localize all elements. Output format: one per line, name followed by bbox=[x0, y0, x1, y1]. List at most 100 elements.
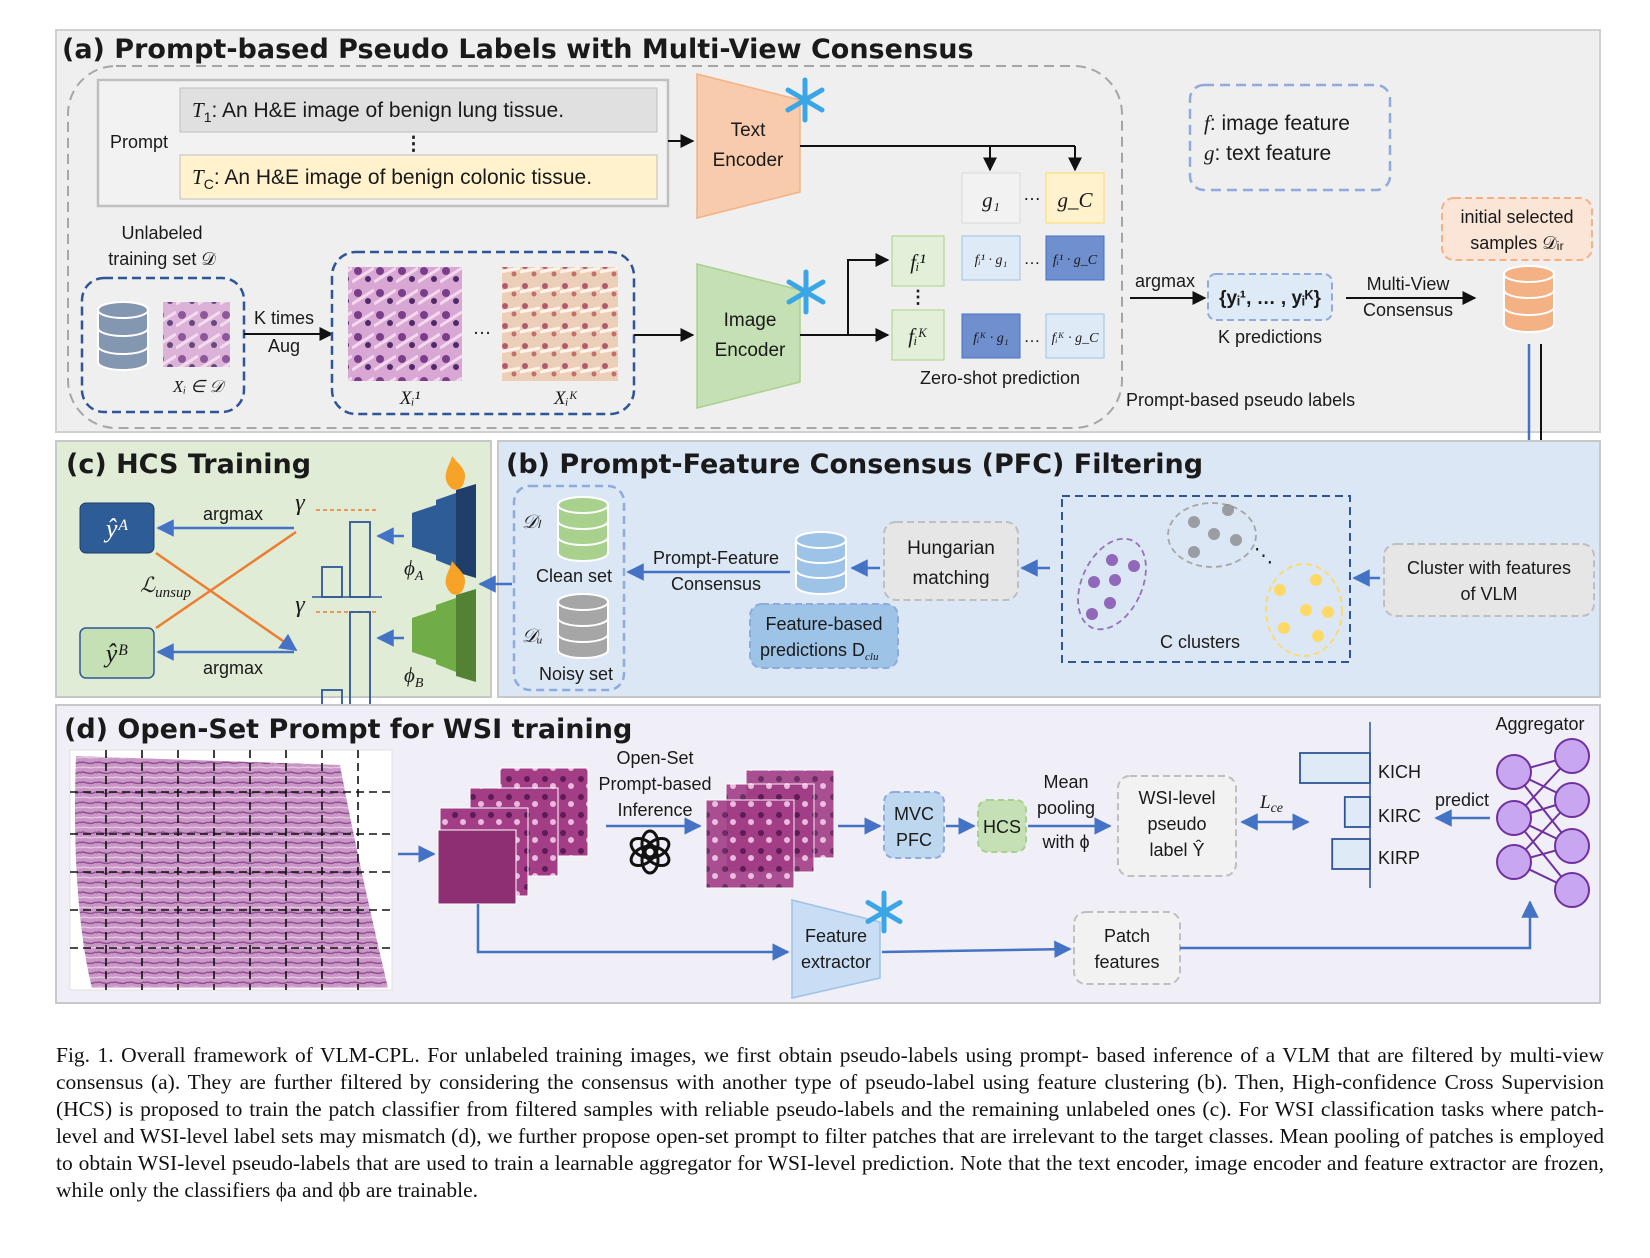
cross-supervision-a bbox=[155, 551, 298, 652]
hcs-label: HCS bbox=[983, 817, 1021, 837]
text-encoder-label-1: Text bbox=[731, 120, 767, 141]
yhat-b-label: ŷᴮ bbox=[103, 639, 129, 668]
cell-fk-g1 bbox=[961, 313, 1021, 359]
gamma-b: γ bbox=[295, 592, 305, 618]
hungarian-box bbox=[883, 521, 1019, 601]
gc-box bbox=[1045, 172, 1105, 224]
cluster-vlm-label-2: of VLM bbox=[1460, 584, 1517, 604]
hcs-box bbox=[977, 799, 1027, 853]
cell-f1-gc-label: fᵢ¹ · g_C bbox=[1053, 253, 1098, 268]
prompt-tc-box bbox=[179, 154, 658, 200]
kirp-label: KIRP bbox=[1378, 848, 1420, 868]
predictions-set: {yᵢ¹, … , yᵢᴷ} bbox=[1219, 288, 1321, 309]
fk-box bbox=[891, 309, 945, 361]
arrow-patches-to-extractor bbox=[476, 904, 790, 961]
svg-text:T1: An H&E image of benign lun: T1: An H&E image of benign lung tissue. bbox=[192, 98, 564, 125]
tissue-image-xi bbox=[163, 302, 230, 367]
prompt-pseudo-label: Prompt-based pseudo labels bbox=[1126, 390, 1355, 410]
patch-features-label-2: features bbox=[1094, 952, 1159, 972]
initial-selected-label-1: initial selected bbox=[1460, 207, 1573, 227]
class-bar bbox=[1299, 752, 1371, 784]
prompt-t1-symbol: T bbox=[192, 98, 205, 122]
cluster-vlm-box bbox=[1383, 543, 1595, 617]
feature-extractor bbox=[791, 899, 881, 999]
unlabeled-label-2: training set 𝒟 bbox=[108, 249, 216, 269]
patch-stack-left bbox=[437, 767, 589, 905]
figure-caption: Fig. 1. Overall framework of VLM-CPL. Fo… bbox=[56, 1043, 1604, 1202]
mvc-label: MVC bbox=[894, 804, 934, 824]
tissue-image-x1 bbox=[348, 267, 462, 381]
cross-supervision-b bbox=[155, 530, 297, 630]
flame-icon bbox=[445, 456, 466, 490]
pfc-label-1: Prompt-Feature bbox=[653, 548, 779, 568]
initial-selected-label-2: samples 𝒟ᵢᵣ bbox=[1470, 233, 1564, 253]
panel-c bbox=[55, 440, 492, 698]
svg-text:Lce: Lce bbox=[1259, 792, 1283, 816]
kirc-label: KIRC bbox=[1378, 806, 1421, 826]
legend-f-text: : image feature bbox=[1210, 112, 1350, 135]
arrow-patch-features-to-aggregator bbox=[1180, 900, 1539, 950]
cluster-purple bbox=[1077, 537, 1147, 631]
database-icon bbox=[1503, 265, 1555, 333]
database-icon bbox=[557, 593, 609, 659]
patch-features-box bbox=[1073, 911, 1181, 985]
hungarian-label-1: Hungarian bbox=[907, 538, 995, 559]
f1-box bbox=[891, 235, 945, 287]
prompt-t1-box bbox=[179, 87, 658, 133]
phi-a-subscript: A bbox=[414, 569, 424, 584]
prompt-label: Prompt bbox=[110, 132, 168, 152]
pfc-label-2: Consensus bbox=[671, 574, 761, 594]
f-vdots: ⋮ bbox=[909, 287, 927, 307]
fk-label: fᵢᴷ bbox=[908, 324, 928, 348]
phi-b-subscript: B bbox=[415, 676, 424, 691]
cell-fk-g1-label: fᵢᴷ · g₁ bbox=[973, 331, 1008, 346]
prompt-t1-subscript: 1 bbox=[204, 109, 212, 125]
snowflake-icon bbox=[785, 77, 825, 123]
k-predictions-label: K predictions bbox=[1218, 327, 1322, 347]
prompt-tc-text: : An H&E image of benign colonic tissue. bbox=[214, 166, 592, 189]
c-clusters-label: C clusters bbox=[1160, 632, 1240, 652]
yhat-a-box bbox=[79, 502, 155, 554]
clean-noisy-box bbox=[512, 484, 626, 692]
xi-label: Xᵢ ∈ 𝒟 bbox=[172, 377, 226, 396]
database-icon bbox=[557, 496, 609, 562]
predictions-box bbox=[1207, 273, 1333, 321]
hungarian-label-2: matching bbox=[912, 568, 989, 589]
svg-text:predictions Dclu: predictions Dclu bbox=[760, 640, 879, 663]
feature-extractor-label-1: Feature bbox=[805, 926, 867, 946]
aug-dots: … bbox=[473, 318, 492, 339]
aggregator-label: Aggregator bbox=[1495, 714, 1584, 734]
svg-text:g: text feature: g: text feature bbox=[1204, 141, 1331, 165]
openset-label-1: Open-Set bbox=[616, 748, 693, 768]
xk-label: Xᵢᴷ bbox=[553, 388, 578, 409]
clean-set-label: Clean set bbox=[536, 566, 612, 586]
wsi-pseudo-label-3: label Ŷ bbox=[1149, 840, 1204, 860]
image-encoder-label-1: Image bbox=[724, 310, 777, 331]
arrow-image-encoder-split bbox=[800, 253, 890, 336]
text-encoder bbox=[696, 73, 801, 219]
svg-text:ϕB: ϕB bbox=[404, 663, 424, 691]
wsi-pseudo-label-1: WSI-level bbox=[1138, 788, 1215, 808]
initial-selected-box bbox=[1441, 197, 1593, 261]
panel-c-title: (c) HCS Training bbox=[66, 449, 311, 480]
unlabeled-label-1: Unlabeled bbox=[121, 223, 202, 243]
text-encoder-label-2: Encoder bbox=[713, 150, 784, 171]
svg-text:ℒunsup: ℒunsup bbox=[140, 573, 191, 601]
phi-b-symbol: ϕ bbox=[404, 663, 415, 687]
zero-shot-label: Zero-shot prediction bbox=[920, 368, 1080, 388]
svg-text:TC: An H&E image of benign col: TC: An H&E image of benign colonic tissu… bbox=[192, 165, 592, 192]
framework-figure: (a) Prompt-based Pseudo Labels with Mult… bbox=[55, 29, 1601, 1004]
panel-d-title: (d) Open-Set Prompt for WSI training bbox=[64, 714, 632, 745]
prompt-dots: ⋮ bbox=[404, 134, 423, 155]
dl-label: 𝒟ₗ bbox=[522, 512, 542, 533]
image-encoder bbox=[696, 263, 801, 409]
database-icon bbox=[795, 531, 847, 595]
aug-label: Aug bbox=[268, 336, 300, 356]
snowflake-icon bbox=[786, 269, 826, 315]
predict-label: predict bbox=[1435, 790, 1489, 810]
class-bar bbox=[1343, 796, 1371, 828]
panel-b-title: (b) Prompt-Feature Consensus (PFC) Filte… bbox=[506, 449, 1203, 480]
arrow-extractor-to-patch-features bbox=[881, 940, 1072, 959]
database-icon bbox=[97, 301, 149, 371]
x1-label: Xᵢ¹ bbox=[399, 388, 421, 409]
